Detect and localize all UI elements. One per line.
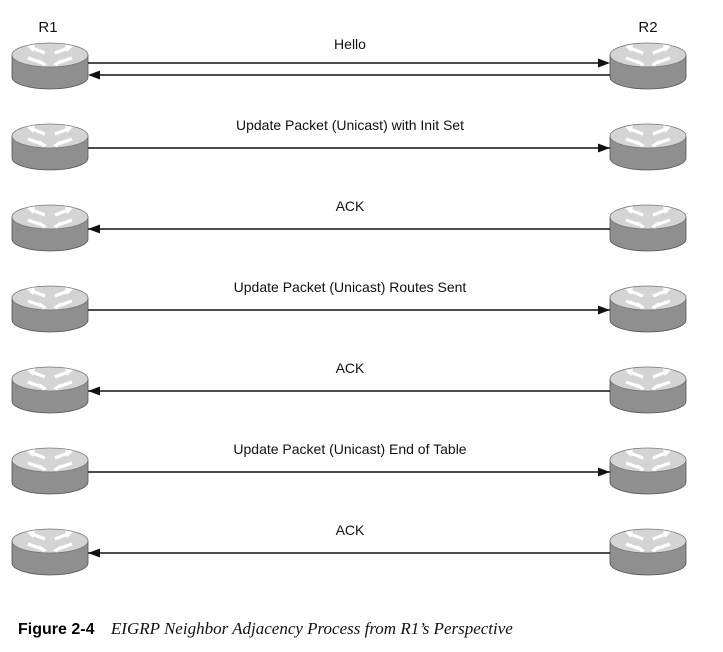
- message-label: Update Packet (Unicast) End of Table: [233, 441, 466, 457]
- r2-router-icon: [609, 123, 687, 171]
- arrowhead-right: [598, 58, 610, 68]
- message-label: Update Packet (Unicast) with Init Set: [236, 117, 464, 133]
- arrowhead-right: [598, 305, 610, 315]
- r2-router-icon: [609, 204, 687, 252]
- message-label: ACK: [336, 198, 365, 214]
- caption-number: Figure 2-4: [18, 621, 95, 638]
- arrowhead-right: [598, 467, 610, 477]
- arrowhead-left: [88, 224, 100, 234]
- r2-router-icon: [609, 366, 687, 414]
- exchange-row: ACK: [11, 198, 687, 252]
- arrowhead-left: [88, 386, 100, 396]
- r1-router-icon: [11, 528, 89, 576]
- right-router-label: R2: [638, 19, 657, 36]
- arrowhead-left: [88, 548, 100, 558]
- figure-caption: Figure 2-4 EIGRP Neighbor Adjacency Proc…: [18, 619, 513, 639]
- message-label: ACK: [336, 522, 365, 538]
- r1-router-icon: [11, 366, 89, 414]
- exchange-row: Update Packet (Unicast) Routes Sent: [11, 279, 687, 333]
- arrowhead-left: [88, 70, 100, 80]
- exchange-row: Hello: [11, 36, 687, 90]
- svg-text:R2: R2: [638, 19, 657, 36]
- r2-router-icon: [609, 447, 687, 495]
- arrowhead-right: [598, 143, 610, 153]
- message-label: Update Packet (Unicast) Routes Sent: [234, 279, 467, 295]
- svg-text:R1: R1: [38, 19, 57, 36]
- r1-router-icon: [11, 42, 89, 90]
- r2-router-icon: [609, 528, 687, 576]
- r1-router-icon: [11, 285, 89, 333]
- r1-router-icon: [11, 204, 89, 252]
- left-router-label: R1: [38, 19, 57, 36]
- r1-router-icon: [11, 123, 89, 171]
- r1-router-icon: [11, 447, 89, 495]
- r2-router-icon: [609, 285, 687, 333]
- exchange-row: Update Packet (Unicast) with Init Set: [11, 117, 687, 171]
- caption-text: EIGRP Neighbor Adjacency Process from R1…: [110, 619, 513, 638]
- exchange-row: Update Packet (Unicast) End of Table: [11, 441, 687, 495]
- exchange-row: ACK: [11, 360, 687, 414]
- exchange-row: ACK: [11, 522, 687, 576]
- r2-router-icon: [609, 42, 687, 90]
- message-label: Hello: [334, 36, 366, 52]
- message-label: ACK: [336, 360, 365, 376]
